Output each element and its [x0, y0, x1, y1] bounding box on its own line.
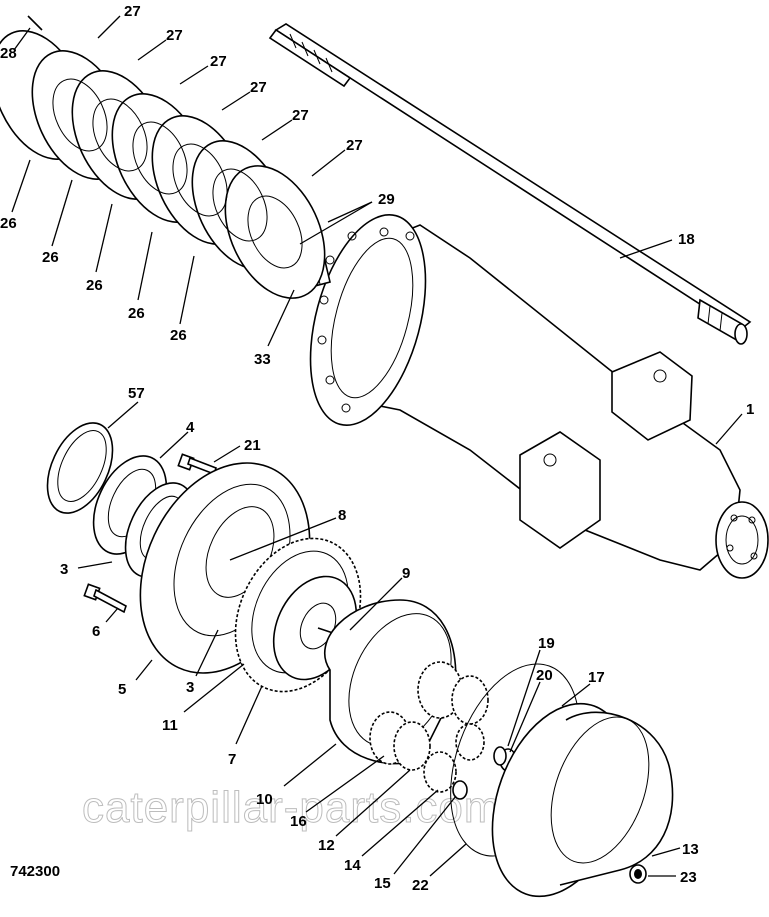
callout-27: 27	[250, 79, 267, 96]
callout-12: 12	[318, 837, 335, 854]
callout-9: 9	[402, 565, 410, 582]
callout-19: 19	[538, 635, 555, 652]
drain-plug	[629, 864, 647, 884]
callout-3: 3	[186, 679, 194, 696]
callout-10: 10	[256, 791, 273, 808]
callout-20: 20	[536, 667, 553, 684]
callout-4: 4	[186, 419, 195, 436]
callout-1: 1	[746, 401, 754, 418]
drawing-number: 742300	[10, 863, 60, 880]
callout-15: 15	[374, 875, 391, 892]
callout-26: 26	[170, 327, 187, 344]
brake-disc-stack	[0, 15, 326, 299]
callout-14: 14	[344, 857, 361, 874]
callout-27: 27	[292, 107, 309, 124]
callout-26: 26	[128, 305, 145, 322]
seal-ring	[46, 422, 114, 514]
callout-27: 27	[346, 137, 363, 154]
watermark: caterpillar-parts.com.ua	[82, 783, 566, 832]
callout-27: 27	[166, 27, 183, 44]
callout-57: 57	[128, 385, 145, 402]
leader-lines	[11, 15, 743, 877]
callout-13: 13	[682, 841, 699, 858]
bolt-6	[83, 583, 127, 614]
callout-8: 8	[338, 507, 346, 524]
end-cover	[491, 702, 674, 898]
callout-labels: 28 27 27 27 27 27 27 26 26 26 26 26 29 3…	[0, 3, 754, 894]
callout-27: 27	[124, 3, 141, 20]
callout-6: 6	[92, 623, 100, 640]
callout-26: 26	[86, 277, 103, 294]
callout-28: 28	[0, 45, 17, 62]
callout-7: 7	[228, 751, 236, 768]
callout-11: 11	[162, 717, 178, 734]
callout-22: 22	[412, 877, 429, 894]
callout-26: 26	[0, 215, 17, 232]
callout-5: 5	[118, 681, 126, 698]
bolt-21	[177, 453, 218, 476]
callout-29: 29	[378, 191, 395, 208]
callout-17: 17	[588, 669, 605, 686]
drum-housing	[323, 599, 457, 765]
callout-27: 27	[210, 53, 227, 70]
callout-16: 16	[290, 813, 307, 830]
callout-18: 18	[678, 231, 695, 248]
planet-gears	[369, 661, 489, 793]
callout-26: 26	[42, 249, 59, 266]
axle-housing	[309, 214, 769, 579]
callout-3: 3	[60, 561, 68, 578]
callout-33: 33	[254, 351, 271, 368]
callout-23: 23	[680, 869, 697, 886]
callout-21: 21	[244, 437, 261, 454]
